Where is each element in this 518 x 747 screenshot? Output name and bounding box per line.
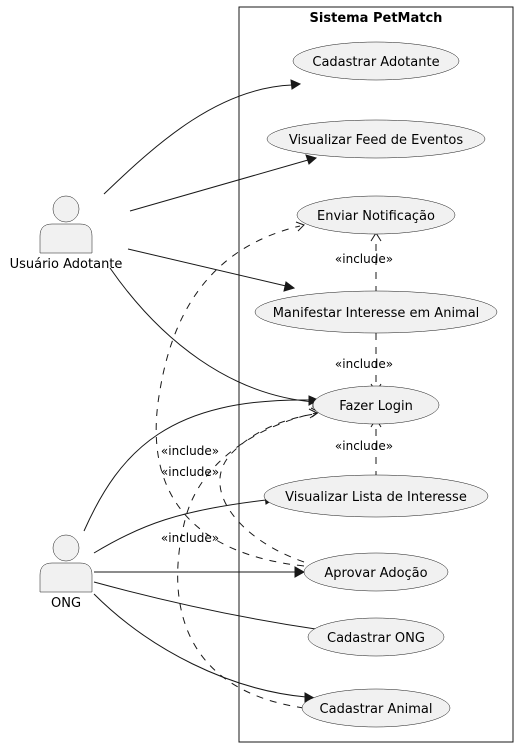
use-case-label: Visualizar Lista de Interesse — [285, 490, 467, 505]
include-aprovar-login — [219, 413, 315, 563]
use-case-cadastrar-ong: Cadastrar ONG — [307, 617, 445, 657]
use-case-cadastrar-adotante: Cadastrar Adotante — [292, 41, 460, 81]
actor-label: Usuário Adotante — [10, 257, 123, 272]
use-case-visualizar-feed: Visualizar Feed de Eventos — [266, 119, 486, 159]
actor-ong: ONG — [39, 534, 93, 611]
use-case-label: Enviar Notificação — [317, 209, 435, 224]
use-case-label: Cadastrar Adotante — [312, 55, 439, 70]
use-case-label: Manifestar Interesse em Animal — [273, 306, 480, 321]
use-case-enviar-notificacao: Enviar Notificação — [296, 195, 456, 235]
include-animal-login — [177, 412, 317, 709]
use-case-aprovar-adocao: Aprovar Adoção — [303, 552, 449, 592]
assoc-adotante-cadastrar-adotante — [103, 84, 293, 195]
use-case-visualizar-lista: Visualizar Lista de Interesse — [263, 474, 489, 518]
include-label: «include» — [335, 439, 393, 453]
assoc-ong-cadastrar-ong — [93, 581, 323, 631]
use-case-label: Cadastrar Animal — [320, 702, 433, 717]
actor-body — [39, 223, 93, 254]
include-label: «include» — [161, 531, 219, 545]
assoc-ong-visualizar-lista — [93, 499, 267, 554]
include-label: «include» — [335, 357, 393, 371]
actor-head — [52, 195, 80, 223]
arrowhead — [294, 566, 306, 578]
assoc-ong-cadastrar-animal — [93, 593, 307, 698]
assoc-adotante-login — [109, 267, 315, 403]
actor-usuario-adotante: Usuário Adotante — [10, 195, 123, 272]
arrowhead — [290, 79, 302, 90]
arrowhead — [305, 154, 318, 165]
actor-label: ONG — [51, 596, 81, 611]
include-label: «include» — [335, 252, 393, 266]
system-title: Sistema PetMatch — [310, 11, 443, 26]
arrowhead — [295, 221, 305, 232]
assoc-adotante-feed — [129, 159, 309, 212]
include-label: «include» — [161, 465, 219, 479]
use-case-cadastrar-animal: Cadastrar Animal — [301, 688, 451, 728]
use-case-label: Fazer Login — [339, 399, 413, 414]
use-case-manifestar-interesse: Manifestar Interesse em Animal — [254, 290, 498, 334]
use-case-label: Visualizar Feed de Eventos — [289, 133, 463, 148]
assoc-ong-login — [83, 399, 311, 532]
use-case-label: Cadastrar ONG — [327, 631, 425, 646]
assoc-adotante-manifestar — [127, 248, 287, 287]
actor-head — [52, 534, 80, 562]
include-label: «include» — [161, 444, 219, 458]
actor-body — [39, 562, 93, 593]
arrowhead — [283, 281, 296, 292]
use-case-fazer-login: Fazer Login — [312, 385, 440, 425]
use-case-label: Aprovar Adoção — [324, 566, 427, 581]
include-dependencies: «include» «include» «include» «include» … — [155, 221, 393, 709]
